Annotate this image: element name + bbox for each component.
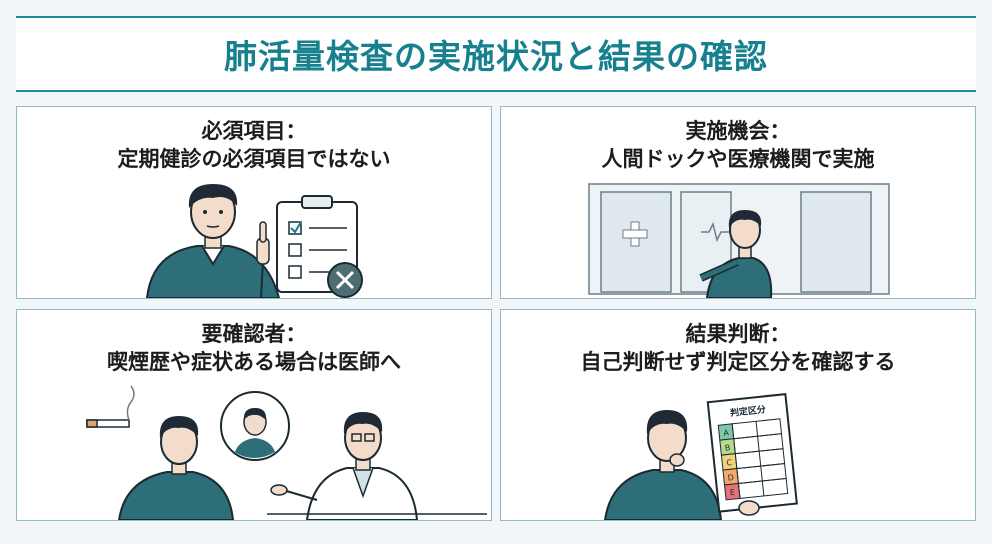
judgement-row-label: D xyxy=(727,473,734,483)
panel-required-item: 必須項目： 定期健診の必須項目ではない xyxy=(16,106,492,299)
panel-subheading: 人間ドックや医療機関で実施 xyxy=(601,147,875,171)
judgement-row-divider xyxy=(758,451,762,467)
judgement-row-divider xyxy=(761,480,765,496)
page-title: 肺活量検査の実施状況と結果の確認 xyxy=(224,37,768,76)
judgement-row-label: C xyxy=(726,458,733,468)
panel-subheading: 定期健診の必須項目ではない xyxy=(117,147,391,171)
judgement-row-label: A xyxy=(723,428,730,438)
judgement-row-label: B xyxy=(724,443,730,453)
panel-heading-label: 結果判断： xyxy=(685,322,791,346)
panel-heading: 要確認者： 喫煙歴や症状ある場合は医師へ xyxy=(17,320,491,376)
judgement-sheet-title: 判定区分 xyxy=(729,403,766,419)
panel-heading-label: 実施機会： xyxy=(685,119,791,143)
panel-subheading: 喫煙歴や症状ある場合は医師へ xyxy=(107,350,401,374)
judgement-row-label: E xyxy=(729,488,735,497)
title-banner: 肺活量検査の実施状況と結果の確認 xyxy=(16,16,976,92)
judgement-row-divider xyxy=(755,421,759,437)
panel-heading-label: 必須項目： xyxy=(201,119,307,143)
clinic-entrance-illustration xyxy=(588,183,890,298)
judgement-row-divider xyxy=(757,436,760,452)
symptom-thought-bubble xyxy=(220,391,290,461)
panel-who-should-check: 要確認者： 喫煙歴や症状ある場合は医師へ xyxy=(16,309,492,521)
judgement-row-divider xyxy=(760,466,763,482)
panel-heading: 結果判断： 自己判断せず判定区分を確認する xyxy=(501,320,975,376)
panel-heading: 必須項目： 定期健診の必須項目ではない xyxy=(17,117,491,173)
panel-opportunity: 実施機会： 人間ドックや医療機関で実施 xyxy=(500,106,976,299)
medical-cross-icon xyxy=(622,221,648,247)
cross-mark-icon xyxy=(327,262,363,298)
judgement-row-cell xyxy=(737,477,789,499)
smoker-and-doctor-illustration xyxy=(86,385,487,520)
man-pointing-illustration xyxy=(145,184,363,298)
panel-subheading: 自己判断せず判定区分を確認する xyxy=(580,350,896,374)
heartbeat-icon xyxy=(701,221,729,243)
panel-heading: 実施機会： 人間ドックや医療機関で実施 xyxy=(501,117,975,173)
panel-heading-label: 要確認者： xyxy=(201,322,307,346)
cigarette-icon xyxy=(86,385,135,428)
